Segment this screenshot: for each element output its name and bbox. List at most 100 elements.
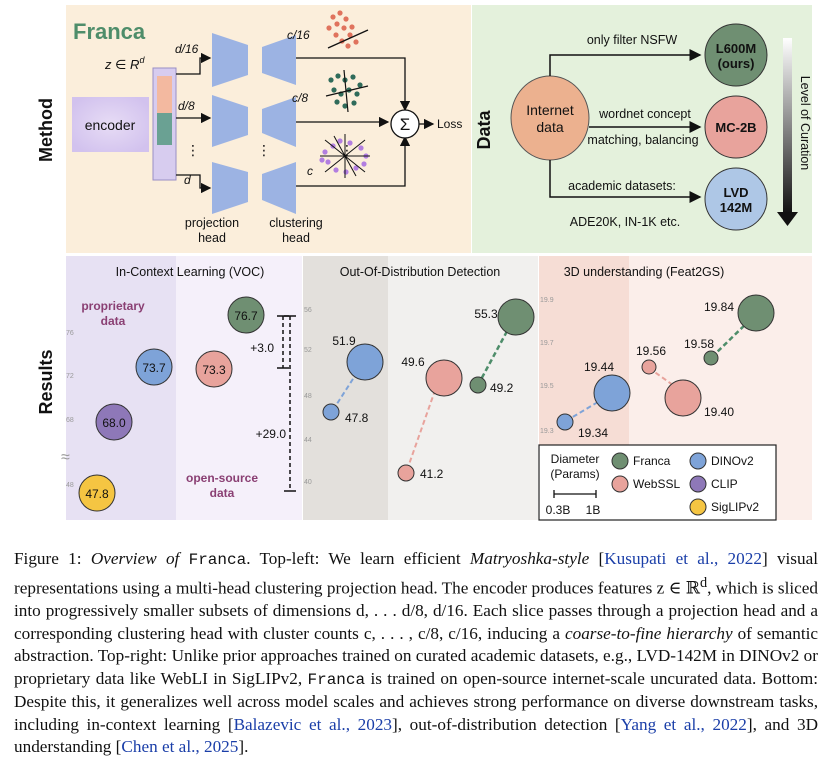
arrow-label-wordnet-1: wordnet concept bbox=[598, 107, 691, 121]
caption-text-7: ], out-of-distribution detection [ bbox=[392, 714, 621, 734]
caption-title-model: Franca bbox=[188, 551, 247, 569]
3d-tick-19-7: 19.7 bbox=[540, 340, 554, 347]
3d-label-dinov2-03b: 19.34 bbox=[578, 426, 608, 440]
cluster-split-lines-2 bbox=[325, 69, 369, 113]
3d-label-dinov2-1b: 19.44 bbox=[584, 360, 614, 374]
ood-label-dinov2-1b: 51.9 bbox=[332, 334, 356, 348]
caption-figure-number: Figure 1: bbox=[14, 549, 91, 568]
cluster-label-c8: c/8 bbox=[292, 91, 308, 105]
ood-point-franca-03b bbox=[469, 376, 487, 394]
caption-matryoshka: Matryoshka-style bbox=[469, 549, 590, 568]
caption-text-2: [ bbox=[589, 549, 605, 568]
sum-line-1 bbox=[296, 57, 411, 112]
ood-tick-44: 44 bbox=[304, 437, 312, 444]
citation-chen[interactable]: Chen et al., 2025 bbox=[121, 737, 239, 757]
icl-label-webssl: 73.3 bbox=[202, 363, 226, 377]
icl-note-proprietary-1: proprietary bbox=[81, 299, 145, 313]
target-l600m-label-2: (ours) bbox=[718, 56, 755, 71]
ood-point-webssl-03b bbox=[397, 464, 415, 482]
branch-line-1 bbox=[176, 52, 212, 75]
legend-swatch-webssl bbox=[611, 475, 629, 493]
citation-kusupati[interactable]: Kusupati et al., 2022 bbox=[604, 549, 762, 568]
ood-tick-48: 48 bbox=[304, 393, 312, 400]
encoder-box bbox=[72, 97, 149, 152]
projection-head-1 bbox=[212, 33, 248, 87]
icl-label-dinov2: 73.7 bbox=[142, 361, 166, 375]
3d-point-webssl-1b bbox=[664, 379, 702, 417]
icl-point-clip bbox=[95, 403, 133, 441]
ood-ticks: 56 52 48 44 40 bbox=[304, 307, 312, 486]
cluster-label-c: c bbox=[307, 164, 313, 178]
citation-balazevic[interactable]: Balazevic et al., 2023 bbox=[233, 714, 393, 734]
icl-tick-76: 76 bbox=[66, 330, 74, 337]
3d-title: 3D understanding (Feat2GS) bbox=[564, 265, 725, 279]
icl-note-proprietary-2: data bbox=[101, 314, 126, 328]
legend-scale-bar bbox=[553, 490, 597, 498]
icl-tick-68: 68 bbox=[66, 417, 74, 424]
dots-mid: ⋮ bbox=[257, 142, 271, 158]
caption-model-name: Franca bbox=[307, 670, 366, 689]
branch-line-3 bbox=[176, 174, 212, 194]
results-side-label: Results bbox=[36, 349, 56, 414]
data-side-label: Data bbox=[474, 110, 494, 150]
legend-label-dinov2: DINOv2 bbox=[711, 454, 754, 468]
legend-scale-max: 1B bbox=[586, 503, 601, 517]
caption-text-4: , which is sliced into progressively sma… bbox=[14, 578, 818, 643]
ood-panel-bg-right bbox=[388, 256, 538, 520]
ood-label-franca-1b: 55.3 bbox=[474, 307, 498, 321]
legend-scale-min: 0.3B bbox=[546, 503, 571, 517]
target-lvd-label-1: LVD bbox=[723, 185, 748, 200]
target-lvd-label-2: 142M bbox=[720, 200, 753, 215]
internet-data-node bbox=[510, 75, 590, 161]
ood-point-dinov2-03b bbox=[322, 403, 340, 421]
cluster-illustration-coarse bbox=[326, 10, 359, 49]
ood-panel-bg-left bbox=[303, 256, 388, 520]
icl-gain-large: +29.0 bbox=[256, 427, 287, 441]
cluster-split-lines-3 bbox=[320, 134, 370, 178]
caption-superscript-d: d bbox=[699, 574, 708, 591]
3d-tick-19-3: 19.3 bbox=[540, 428, 554, 435]
ood-tick-40: 40 bbox=[304, 479, 312, 486]
icl-point-dinov2 bbox=[135, 348, 173, 386]
caption-text-9: ]. bbox=[238, 737, 249, 757]
ood-label-dinov2-03b: 47.8 bbox=[345, 411, 369, 425]
icl-title: In-Context Learning (VOC) bbox=[116, 265, 265, 279]
legend-swatch-clip bbox=[689, 475, 707, 493]
clustering-head-label-2: head bbox=[282, 231, 310, 245]
citation-yang[interactable]: Yang et al., 2022 bbox=[620, 714, 747, 734]
icl-note-opensource-1: open-source bbox=[186, 471, 258, 485]
arrow-label-academic-2: ADE20K, IN-1K etc. bbox=[570, 215, 680, 229]
feature-slice-d8 bbox=[157, 113, 172, 145]
legend-label-clip: CLIP bbox=[711, 477, 738, 491]
caption-hierarchy: coarse-to-fine hierarchy bbox=[564, 623, 733, 643]
franca-title: Franca bbox=[73, 19, 146, 44]
3d-label-webssl-1b: 19.40 bbox=[704, 405, 734, 419]
cluster-split-line-1 bbox=[327, 29, 369, 49]
ood-point-franca-1b bbox=[497, 298, 535, 336]
encoder-label: encoder bbox=[85, 117, 136, 133]
legend-label-siglip: SigLIPv2 bbox=[711, 500, 759, 514]
clustering-head-2 bbox=[262, 97, 296, 147]
input-label: z ∈ Rd bbox=[104, 55, 145, 72]
arrow-label-wordnet-2: matching, balancing bbox=[587, 133, 698, 147]
clustering-head-3 bbox=[262, 162, 296, 214]
3d-ticks: 19.9 19.7 19.5 19.3 bbox=[540, 297, 554, 435]
arrow-label-academic-1: academic datasets: bbox=[568, 179, 676, 193]
ood-point-dinov2-1b bbox=[346, 343, 384, 381]
3d-link-webssl bbox=[648, 367, 681, 391]
3d-label-franca-03b: 19.58 bbox=[684, 337, 714, 351]
dim-label-d16: d/16 bbox=[175, 42, 199, 56]
clustering-head-1 bbox=[262, 35, 296, 85]
icl-gain-small: +3.0 bbox=[250, 341, 274, 355]
ood-tick-52: 52 bbox=[304, 347, 312, 354]
cluster-label-c16: c/16 bbox=[287, 28, 310, 42]
icl-ticks: 76 72 68 48 bbox=[66, 330, 74, 489]
dots-left: ⋮ bbox=[186, 142, 200, 158]
caption-text-5: of semantic abstraction. Top-right: Unli… bbox=[14, 623, 818, 688]
icl-tick-72: 72 bbox=[66, 373, 74, 380]
3d-label-franca-1b: 19.84 bbox=[704, 300, 734, 314]
internet-data-label-2: data bbox=[536, 119, 563, 135]
target-mc2b-label: MC-2B bbox=[715, 120, 756, 135]
ood-label-webssl-1b: 49.6 bbox=[401, 355, 425, 369]
clustering-head-label-1: clustering bbox=[269, 216, 323, 230]
